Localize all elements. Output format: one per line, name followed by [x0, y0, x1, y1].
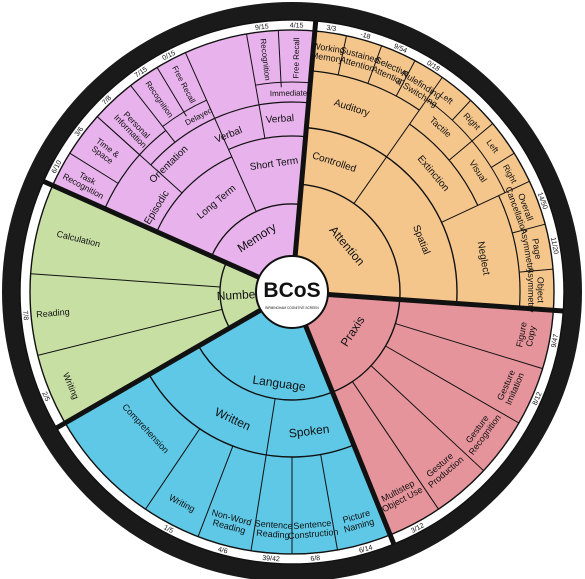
memory-ts-pi: [96, 116, 140, 156]
attention-test-ray-1: [367, 45, 383, 84]
memory-del-arc: [162, 99, 207, 127]
sub-spoken: Spoken: [288, 422, 330, 441]
line-layer: [19, 19, 565, 565]
memory-lt-arc: [156, 156, 233, 233]
praxis-test-ray-2: [370, 365, 484, 472]
attention-sector: [295, 30, 554, 311]
score-figure_copy: 9/47: [551, 333, 560, 348]
language-written-spoken: [250, 398, 276, 551]
language-test-ray-2: [197, 445, 234, 537]
test-label-working_memory: WorkingMemory: [310, 41, 346, 65]
score-sentence_construction: 6/8: [310, 555, 320, 563]
test-label-sentence_reading: SentenceReading: [254, 518, 293, 540]
score-nonword_reading: 4/6: [217, 546, 228, 555]
score-writing_lang: 1/5: [162, 524, 174, 535]
domain-number: Number: [216, 287, 259, 303]
language-test-ray-0: [320, 454, 338, 551]
attention-inner-arc: [301, 183, 401, 300]
score-picture_naming: 6/14: [358, 544, 373, 555]
attention-extinction-arc: [409, 123, 479, 206]
language-test-ray-3: [145, 428, 201, 510]
score-selective_attention: 9/54: [393, 43, 408, 55]
divider-attention-praxis: [327, 292, 564, 314]
attention-test-ray-2: [395, 60, 416, 97]
divider-praxis-language: [303, 324, 397, 546]
test-label-reading_num: Reading: [36, 307, 70, 320]
attention-neglect-arc: [498, 195, 521, 308]
number-sector: [29, 185, 261, 423]
memory-long-short: [184, 52, 257, 212]
score-working_memory: 3/3: [326, 25, 337, 33]
test-label-free_recall_immediate: Free Recall: [292, 37, 302, 78]
logo: BCoS BIRMINGHAM COGNITIVE SCREEN: [255, 255, 329, 329]
praxis-test-ray-0: [395, 323, 543, 370]
outer-circle-outer: [19, 19, 565, 565]
memory-st-split: [246, 33, 266, 139]
score-time_space: 3/6: [74, 126, 86, 138]
attention-controlled-spatial: [353, 77, 443, 204]
praxis-inner-arc: [332, 299, 401, 393]
divider-attention-memory: [292, 20, 319, 257]
logo-text: BCoS: [263, 279, 320, 302]
logo-background: [255, 255, 329, 329]
score-reading_num: 7/8: [21, 310, 29, 320]
memory-del-split-1: [130, 85, 176, 143]
score-page_asymmetry: 11/20: [549, 237, 559, 255]
attention-lr-arc: [426, 99, 506, 193]
score-personal_information: 7/8: [101, 95, 113, 107]
score-recognition_immediate: 9/15: [255, 23, 269, 32]
score-gesture_imitation: 8/12: [532, 391, 544, 406]
memory-ti-orient: [69, 152, 119, 184]
praxis-test-ray-3: [351, 381, 439, 510]
test-label-figure_copy: FigureCopy: [514, 321, 538, 350]
divider-language-number: [55, 307, 263, 431]
test-label-sentence_construction: SentenceConstruction: [287, 517, 339, 541]
divider-number-memory: [42, 179, 261, 280]
number-ray-2: [30, 273, 221, 288]
attention-neglect-ray-1: [512, 223, 546, 234]
attention-test-ray-0: [337, 35, 347, 75]
attention-visual-lr: [491, 152, 515, 168]
sub-verbal-st: Verbal: [265, 113, 294, 126]
number-inner-arc: [219, 262, 231, 329]
language-level2-arc: [148, 374, 355, 458]
praxis-test-ray-1: [385, 345, 520, 424]
attention-neglect-ray-2: [519, 268, 554, 273]
sub-immediate: Immediate: [270, 88, 308, 98]
memory-orient-arc: [104, 129, 167, 209]
score-free_recall_immediate: 4/15: [290, 22, 304, 29]
attention-level2-arc: [306, 126, 458, 304]
attention-tactile-visual: [448, 123, 494, 161]
memory-st-arc: [228, 135, 306, 151]
memory-del-split-2: [156, 67, 187, 117]
test-label-object_asymmetry: ObjectAsymmetry: [526, 267, 546, 313]
memory-inner-arc: [210, 203, 300, 257]
language-sector: [65, 310, 391, 555]
memory-verbal-arc: [150, 101, 309, 166]
memory-imm-split: [277, 30, 282, 88]
language-inner-arc: [197, 345, 333, 401]
number-ray-1: [37, 308, 223, 356]
score-writing_num: 2/5: [40, 391, 50, 403]
memory-imm-arc: [255, 81, 311, 86]
attention-ext-neglect: [441, 180, 530, 223]
logo-subtitle: BIRMINGHAM COGNITIVE SCREEN: [265, 306, 319, 310]
outer-circle-inner: [29, 29, 555, 555]
attention-tactile-lr: [451, 100, 472, 121]
score-sustained_attention: -18: [360, 31, 372, 41]
score-sentence_reading: 39/42: [262, 555, 280, 563]
